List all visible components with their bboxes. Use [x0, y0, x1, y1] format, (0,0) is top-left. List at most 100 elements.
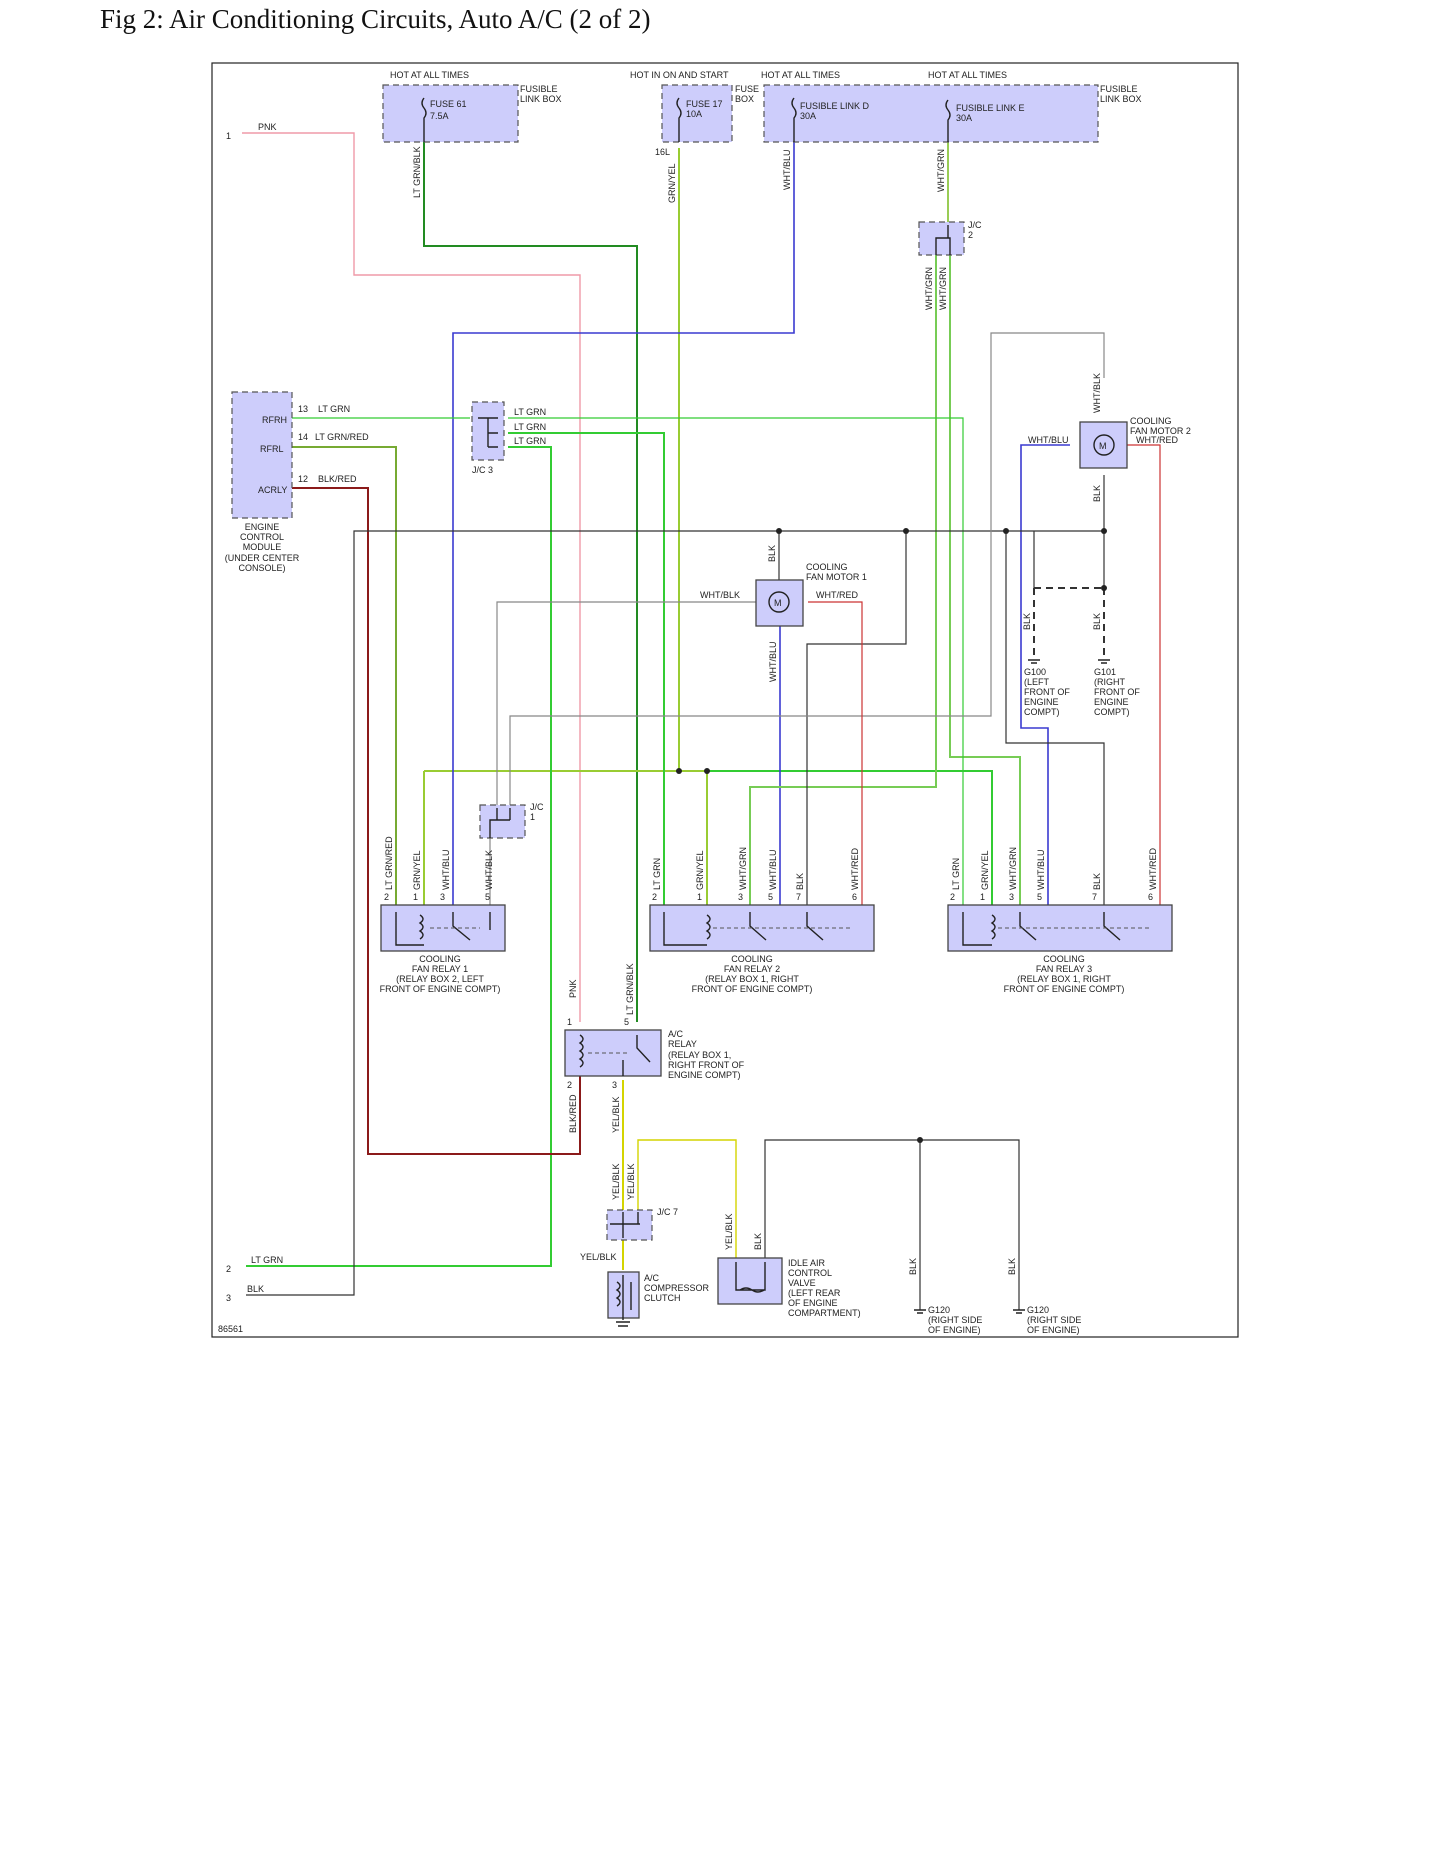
vlabel-yelblk-iac: YEL/BLK [724, 1213, 734, 1250]
junction-connector-1: J/C 1 [479, 802, 544, 839]
ac-relay-pin-5: 5 [624, 1017, 629, 1027]
motor1-name-1: COOLING [806, 562, 848, 572]
vlabel-whtgrn-a: WHT/GRN [924, 267, 934, 310]
cooling-fan-motor-1: M COOLING FAN MOTOR 1 WHT/BLK WHT/RED [700, 562, 867, 627]
relay1-name-3: (RELAY BOX 2, LEFT [396, 974, 484, 984]
jc1-label: J/C [530, 802, 544, 812]
relay2-pin-6: 6 [852, 892, 857, 902]
ac-relay-name-1: A/C [668, 1029, 684, 1039]
jc2-label: J/C [968, 220, 982, 230]
g120a-3: OF ENGINE) [928, 1325, 981, 1335]
ac-relay-name-2: RELAY [668, 1039, 697, 1049]
vlabel-yelblk-a: YEL/BLK [611, 1163, 621, 1200]
relay2-name-1: COOLING [731, 954, 773, 964]
link-e-name: FUSIBLE LINK E [956, 103, 1025, 113]
engine-control-module: RFRH RFRL ACRLY 13 LT GRN 14 LT GRN/RED … [225, 391, 369, 573]
iac-name-6: COMPARTMENT) [788, 1308, 861, 1318]
cooling-fan-relay-1: 2 1 3 5 COOLING FAN RELAY 1 (RELAY BOX 2… [380, 892, 506, 994]
vlabel-relay2-w6: WHT/RED [850, 848, 860, 890]
relay3-pin-1: 1 [980, 892, 985, 902]
relay1-name-2: FAN RELAY 1 [412, 964, 468, 974]
link-d-rating: 30A [800, 111, 816, 121]
relay2-pin-5: 5 [768, 892, 773, 902]
wires [242, 132, 1161, 1310]
junctions [676, 528, 1107, 1143]
svg-text:M: M [774, 598, 782, 608]
motor2-name-2: FAN MOTOR 2 [1130, 426, 1191, 436]
relay1-name-4: FRONT OF ENGINE COMPT) [380, 984, 501, 994]
ecm-name-3: MODULE [243, 542, 282, 552]
wire-pnk [242, 132, 581, 1022]
relay2-name-2: FAN RELAY 2 [724, 964, 780, 974]
left-pin-1-wire: PNK [258, 122, 277, 132]
wire-whtblu-top [452, 142, 795, 905]
vlabel-blk-g120b: BLK [1007, 1258, 1017, 1275]
vlabel-blk-iac: BLK [753, 1233, 763, 1250]
g100-5: COMPT) [1024, 707, 1060, 717]
ac-relay: 1 5 2 3 A/C RELAY (RELAY BOX 1, RIGHT FR… [564, 1017, 745, 1090]
relay2-pin-1: 1 [697, 892, 702, 902]
vlabel-relay3-w4: WHT/BLU [1036, 850, 1046, 891]
vlabel-relay1-w2: GRN/YEL [412, 850, 422, 890]
fuse-box-label: FUSE [735, 84, 759, 94]
iac-name-2: CONTROL [788, 1268, 832, 1278]
vlabel-ltgrnblk-ac: LT GRN/BLK [625, 963, 635, 1015]
ecm-wire-12: BLK/RED [318, 474, 357, 484]
relay3-pin-2: 2 [950, 892, 955, 902]
vlabel-blk-m2: BLK [1092, 485, 1102, 502]
wire-blk-v1 [806, 531, 907, 905]
relay3-name-1: COOLING [1043, 954, 1085, 964]
wire-whtblk-m1 [496, 601, 756, 805]
fusible-link-box-2-label: FUSIBLE [1100, 84, 1138, 94]
jc3-wire-1: LT GRN [514, 407, 546, 417]
g100-2: (LEFT [1024, 677, 1050, 687]
hot-label-4: HOT AT ALL TIMES [928, 70, 1007, 80]
wire-ltgrn-jc3-c [246, 446, 552, 1267]
g120a-1: G120 [928, 1305, 950, 1315]
vlabel-relay2-w1: LT GRN [652, 858, 662, 890]
cooling-fan-motor-2: M COOLING FAN MOTOR 2 WHT/RED WHT/BLU [1028, 416, 1191, 469]
vlabel-relay3-w1: LT GRN [951, 858, 961, 890]
motor2-name-1: COOLING [1130, 416, 1172, 426]
terminal-16l: 16L [655, 147, 670, 157]
g120b-1: G120 [1027, 1305, 1049, 1315]
fuse17-symbol [676, 97, 682, 142]
g101-1: G101 [1094, 667, 1116, 677]
relay3-name-4: FRONT OF ENGINE COMPT) [1004, 984, 1125, 994]
jc3-name: J/C 3 [472, 465, 493, 475]
jc2-num: 2 [968, 230, 973, 240]
ecm-pin-acrly: ACRLY [258, 485, 287, 495]
ac-relay-pin-2: 2 [567, 1080, 572, 1090]
vlabel-blk-m1: BLK [767, 545, 777, 562]
wire-ltgrnred [292, 446, 397, 905]
left-pin-3-num: 3 [226, 1293, 231, 1303]
vlabel-relay2-w5: BLK [795, 873, 805, 890]
ecm-wire-14: LT GRN/RED [315, 432, 369, 442]
wire-ltgrn-jc3-a [508, 417, 964, 905]
ground-g120-a: G120 (RIGHT SIDE OF ENGINE) [914, 1305, 982, 1335]
motor1-wire-left: WHT/BLK [700, 590, 740, 600]
diagram-frame [211, 62, 1239, 1338]
wire-whtred-m2 [1126, 444, 1161, 905]
clutch-wire: YEL/BLK [580, 1252, 617, 1262]
ac-relay-pin-1: 1 [567, 1017, 572, 1027]
motor1-name-2: FAN MOTOR 1 [806, 572, 867, 582]
ecm-wire-13: LT GRN [318, 404, 350, 414]
wire-blk-left [246, 530, 1104, 1296]
vlabel-pnk-ac: PNK [568, 979, 578, 998]
junction-connector-3: LT GRN LT GRN LT GRN J/C 3 [471, 401, 546, 475]
fuse17-rating: 10A [686, 109, 702, 119]
iac-name-5: OF ENGINE [788, 1298, 838, 1308]
fusible-link-box-2 [763, 84, 1099, 143]
vlabel-blk-g101: BLK [1092, 613, 1102, 630]
jc1-num: 1 [530, 812, 535, 822]
relay1-pin-1: 1 [413, 892, 418, 902]
wire-yelblk-b [637, 1139, 737, 1258]
clutch-name-1: A/C [644, 1273, 660, 1283]
relay2-name-4: FRONT OF ENGINE COMPT) [692, 984, 813, 994]
g120b-3: OF ENGINE) [1027, 1325, 1080, 1335]
vertical-labels: LT GRN/BLK GRN/YEL WHT/BLU WHT/GRN WHT/G… [384, 146, 1158, 1275]
vlabel-relay2-w4: WHT/BLU [768, 850, 778, 891]
g101-4: ENGINE [1094, 697, 1129, 707]
